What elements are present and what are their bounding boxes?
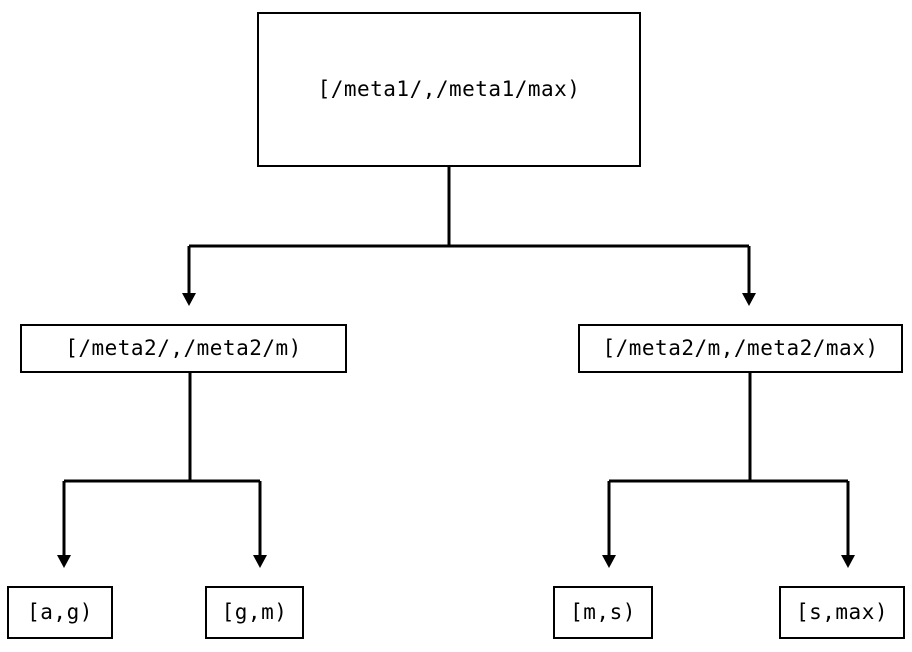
node-leaf-m-s: [m,s): [553, 586, 653, 639]
node-leaf-m-s-label: [m,s): [570, 600, 636, 624]
node-root-label: [/meta1/,/meta1/max): [317, 77, 581, 101]
node-mid-left-meta2-lower-range: [/meta2/,/meta2/m): [20, 324, 347, 373]
node-mid-right-label: [/meta2/m,/meta2/max): [602, 336, 879, 360]
node-leaf-a-g: [a,g): [7, 586, 113, 639]
arrowhead-to-mid-right: [742, 293, 756, 306]
node-leaf-g-m: [g,m): [205, 586, 304, 639]
node-leaf-g-m-label: [g,m): [221, 600, 288, 624]
node-root-meta1-range: [/meta1/,/meta1/max): [257, 12, 641, 167]
node-leaf-s-max-label: [s,max): [795, 600, 888, 624]
node-leaf-a-g-label: [a,g): [27, 600, 93, 624]
node-mid-right-meta2-upper-range: [/meta2/m,/meta2/max): [578, 324, 903, 373]
arrowhead-to-leaf-smax: [841, 555, 855, 568]
arrowhead-to-leaf-gm: [253, 555, 267, 568]
arrowhead-to-mid-left: [182, 293, 196, 306]
node-mid-left-label: [/meta2/,/meta2/m): [65, 336, 302, 360]
arrowhead-to-leaf-ms: [602, 555, 616, 568]
arrowhead-to-leaf-ag: [57, 555, 71, 568]
node-leaf-s-max: [s,max): [779, 586, 905, 639]
